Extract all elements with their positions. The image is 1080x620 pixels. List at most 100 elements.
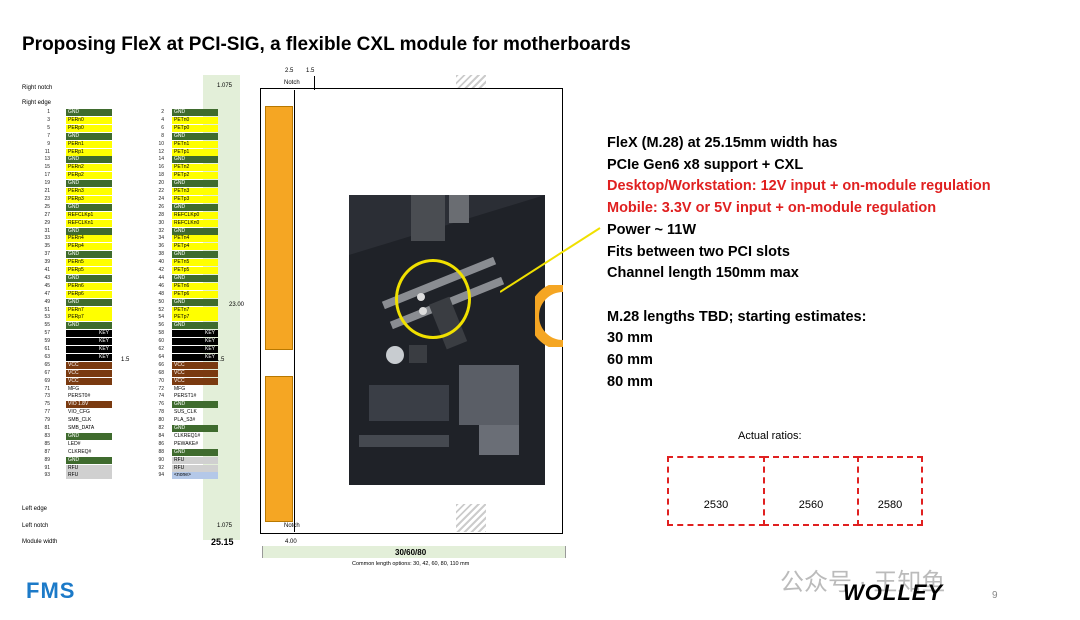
pin-signal-left: VCC: [66, 369, 112, 377]
pin-number-right: 88: [158, 448, 164, 455]
edge-connector: [262, 90, 295, 532]
pin-number-left: 23: [44, 195, 50, 202]
pin-number-right: 38: [158, 251, 164, 258]
ratio-box-2: 2560: [763, 456, 859, 526]
pin-number-right: 16: [158, 164, 164, 171]
pin-number-left: 93: [44, 472, 50, 479]
pin-number-right: 64: [158, 353, 164, 360]
pin-signal-right: <none>: [172, 472, 218, 480]
pin-signal-right: MFG: [174, 385, 186, 392]
pin-number-right: 2: [161, 109, 164, 115]
pin-signal-left: CLKREQ#: [68, 448, 92, 455]
pin-number-right: 24: [158, 195, 164, 202]
highlight-circle: [395, 259, 471, 339]
pin-number-right: 66: [158, 361, 164, 368]
pin-number-right: 14: [158, 156, 164, 163]
pin-signal-left: GND: [66, 274, 112, 282]
pin-signal-right: PETn3: [172, 188, 218, 195]
key-dim-a: 1.5: [121, 357, 130, 363]
pin-signal-left: SMB_CLK: [68, 417, 92, 424]
pin-signal-left: VCC: [66, 361, 112, 369]
pin-number-right: 76: [158, 401, 164, 408]
pin-signal-left: PERn6: [66, 282, 112, 290]
pin-signal-left: KEY: [66, 353, 112, 361]
pin-signal-right: PLA_S3#: [174, 417, 196, 424]
pin-number-right: 8: [161, 132, 164, 139]
pin-signal-left: KEY: [66, 338, 112, 346]
pin-number-left: 69: [44, 377, 50, 384]
pin-number-left: 65: [44, 361, 50, 368]
feature-line: M.28 lengths TBD; starting estimates:: [607, 308, 867, 325]
pin-signal-right: PEWAKE#: [174, 440, 198, 447]
pin-signal-left: PERn1: [66, 140, 112, 148]
pin-signal-right: GND: [172, 203, 218, 211]
pin-number-left: 83: [44, 432, 50, 439]
pin-number-left: 25: [44, 203, 50, 210]
pin-signal-right: GND: [172, 132, 218, 140]
pin-number-left: 35: [44, 243, 50, 250]
left-edge-label: Left edge: [22, 506, 48, 512]
callout-line: [500, 227, 601, 293]
pin-number-left: 61: [44, 346, 50, 352]
pin-number-left: 55: [44, 322, 50, 329]
pin-signal-left: RFU: [66, 464, 112, 472]
notch-line: [314, 76, 315, 90]
feature-line: Channel length 150mm max: [607, 265, 799, 282]
pin-signal-left: KEY: [66, 346, 112, 353]
feature-line: Mobile: 3.3V or 5V input + on-module reg…: [607, 200, 937, 217]
pin-signal-right: GND: [172, 227, 218, 235]
pin-signal-left: REFCLKn1: [66, 219, 112, 227]
dim-bottom-1075: 1.075: [217, 523, 233, 529]
pin-number-left: 67: [44, 369, 50, 376]
pin-number-right: 82: [158, 425, 164, 431]
pin-number-right: 34: [158, 235, 164, 242]
pin-number-left: 49: [44, 298, 50, 305]
dim-15: 1.5: [306, 68, 315, 74]
pin-signal-left: PERp0: [66, 124, 112, 132]
feature-line: 60 mm: [607, 352, 653, 369]
pin-signal-right: KEY: [172, 353, 218, 361]
pin-signal-left: VIO_CFG: [68, 409, 90, 416]
pin-number-left: 79: [44, 417, 50, 424]
pin-signal-right: PETp4: [172, 243, 218, 251]
pin-signal-right: GND: [172, 298, 218, 306]
pads-lower: [265, 376, 293, 522]
pin-signal-right: KEY: [172, 338, 218, 346]
pin-number-right: 90: [158, 456, 164, 463]
feature-line: Desktop/Workstation: 12V input + on-modu…: [607, 178, 991, 195]
slide-title: Proposing FleX at PCI-SIG, a flexible CX…: [22, 34, 631, 55]
pin-number-left: 59: [44, 338, 50, 345]
pin-number-left: 7: [47, 132, 50, 139]
pin-signal-right: GND: [172, 322, 218, 330]
pin-number-left: 75: [44, 401, 50, 408]
pin-signal-right: PERST1#: [174, 393, 197, 400]
feature-line: [607, 285, 991, 307]
pin-number-left: 87: [44, 448, 50, 455]
pin-number-left: 1: [47, 109, 50, 115]
pin-number-right: 10: [158, 140, 164, 147]
module-width-value: 25.15: [211, 537, 234, 547]
pin-signal-right: GND: [172, 274, 218, 282]
pin-number-right: 18: [158, 172, 164, 179]
ratios-title: Actual ratios:: [738, 430, 802, 442]
pin-signal-left: VCC: [66, 377, 112, 385]
pin-number-right: 62: [158, 346, 164, 352]
